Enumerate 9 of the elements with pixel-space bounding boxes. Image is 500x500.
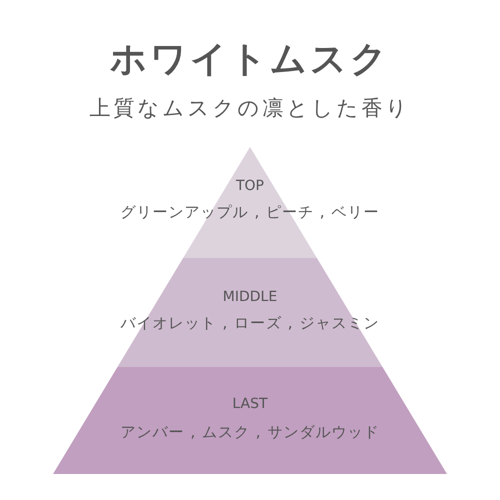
tier-heading: LAST [231, 395, 269, 413]
tier-notes: バイオレット , ローズ , ジャスミン [120, 314, 380, 332]
subtitle: 上質なムスクの凛とした香り [88, 95, 412, 122]
tier-notes: グリーンアップル , ピーチ , ベリー [120, 203, 380, 221]
title: ホワイトムスク [109, 38, 391, 82]
tier-heading: TOP [234, 177, 265, 195]
tier-heading: MIDDLE [222, 288, 278, 306]
pyramid-tier [53, 367, 447, 474]
tier-notes: アンバー , ムスク , サンダルウッド [120, 423, 380, 441]
